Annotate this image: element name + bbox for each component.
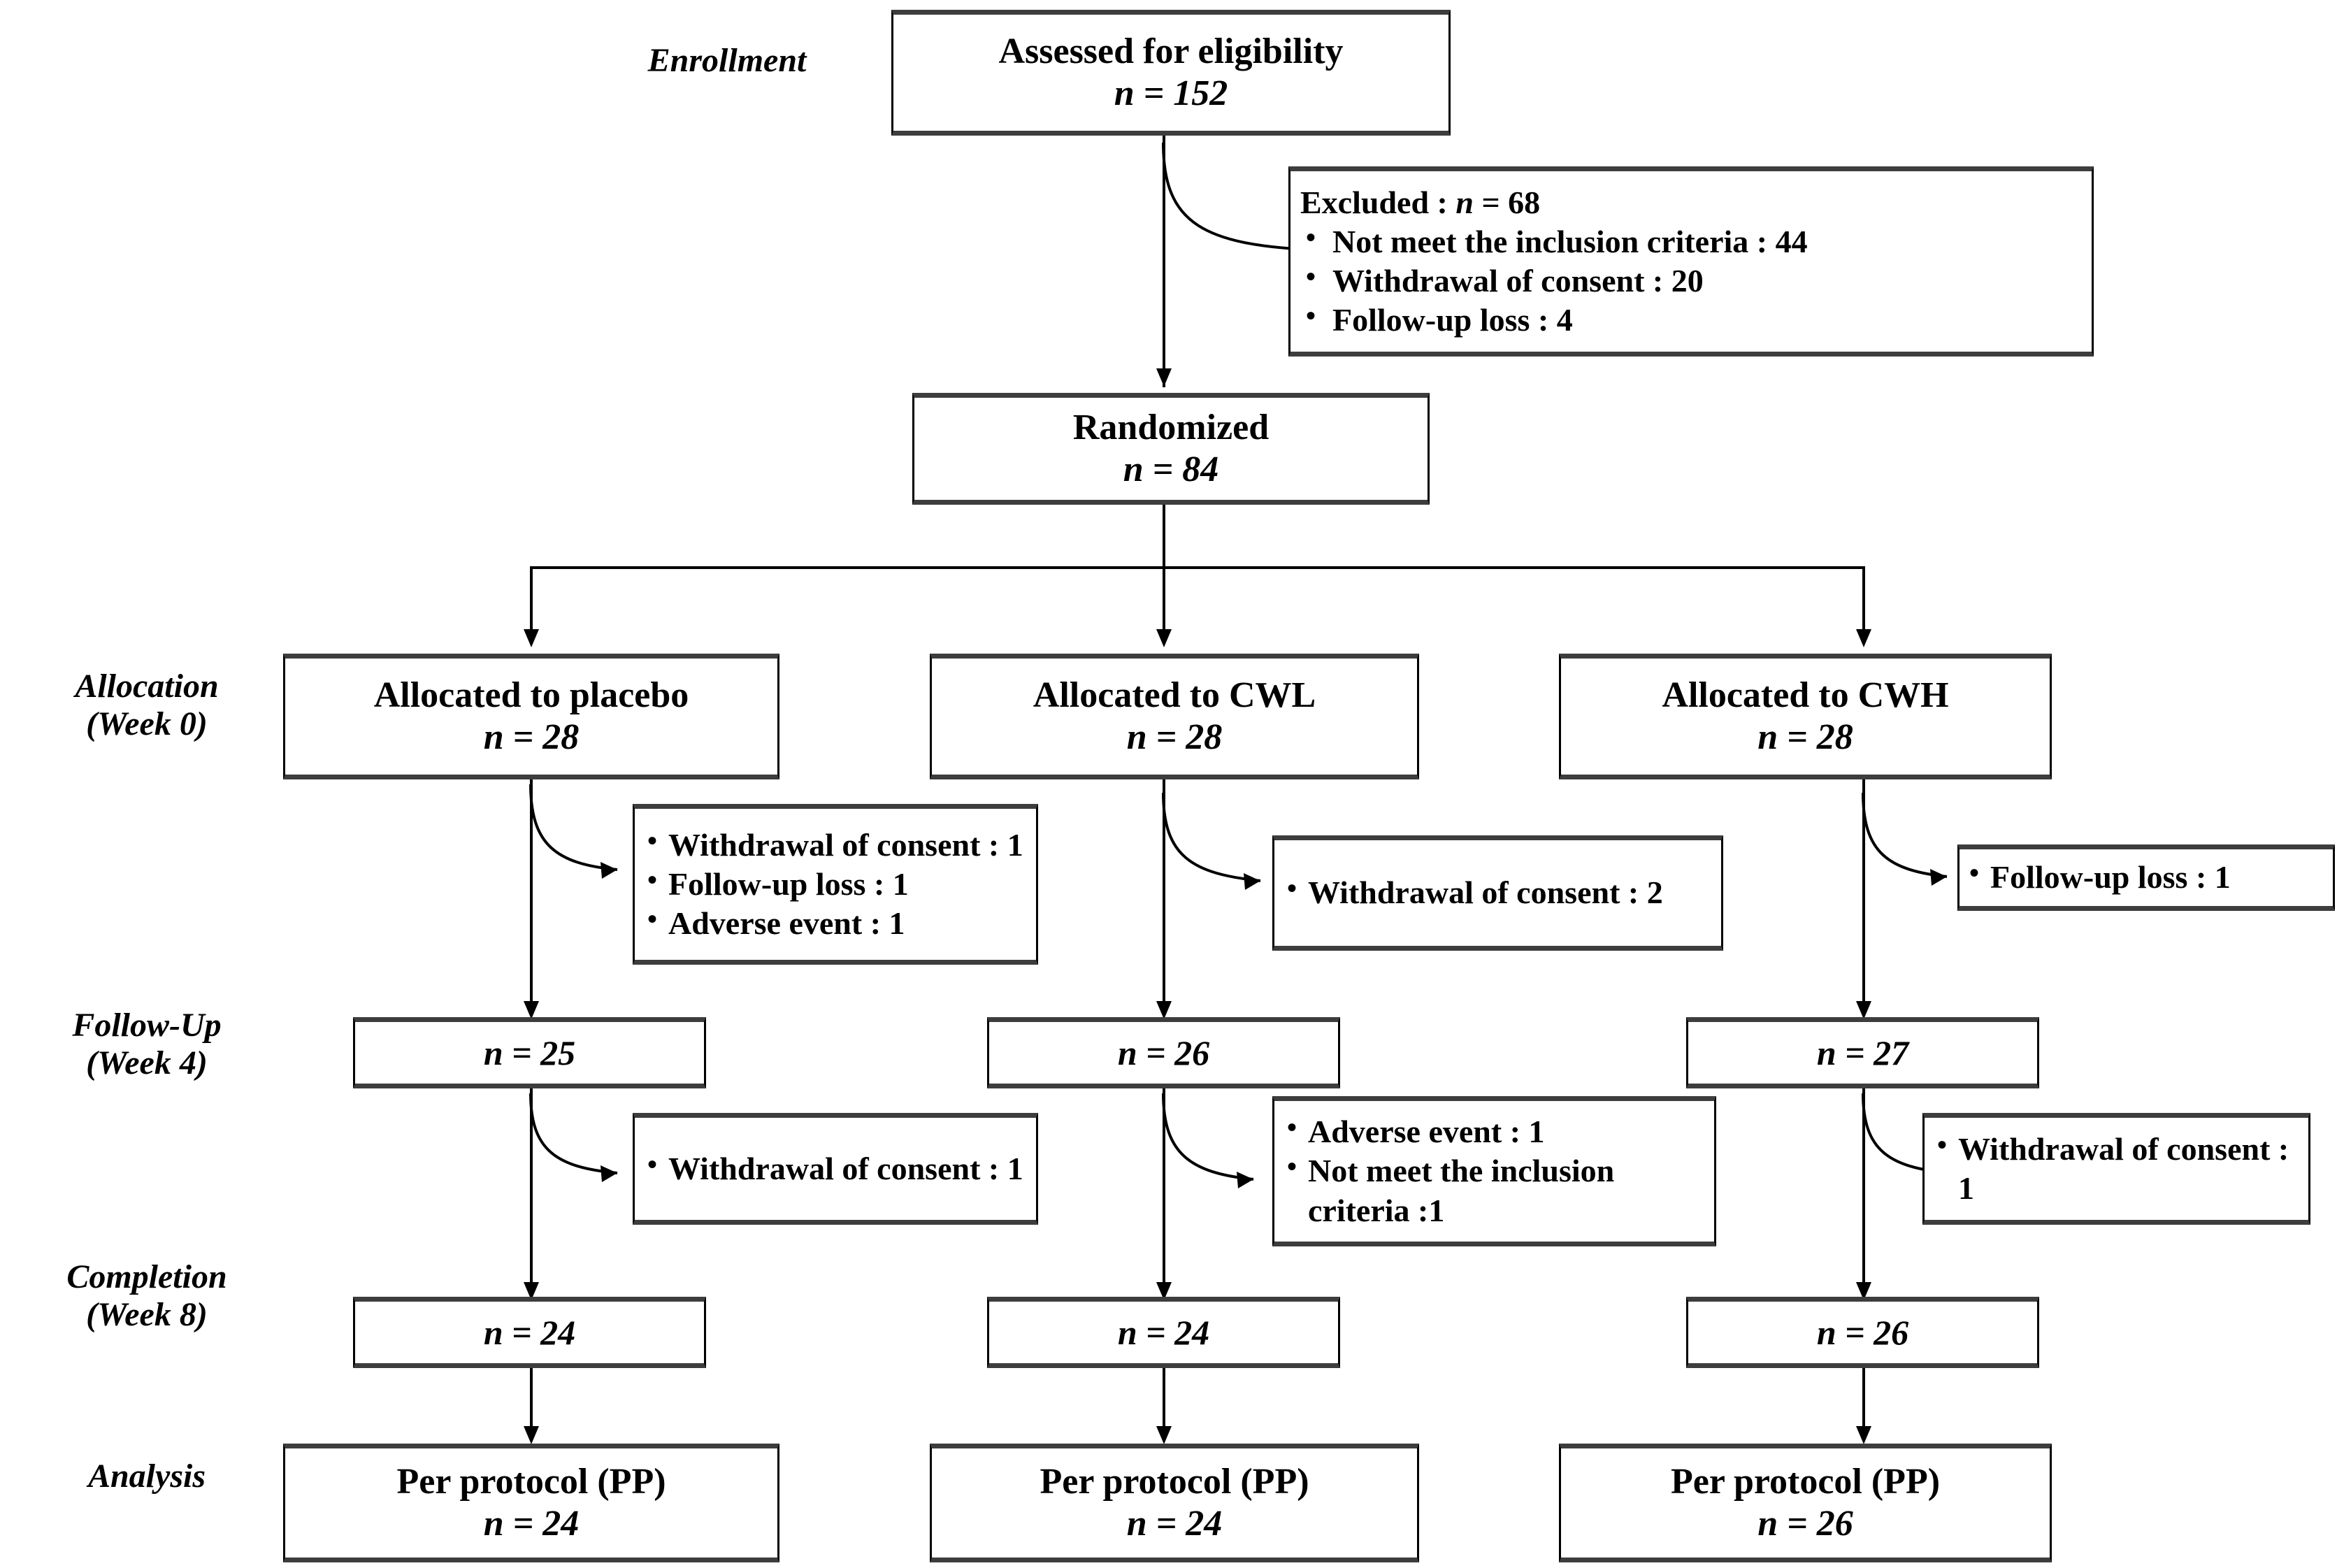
box-analysis-cwl: Per protocol (PP) n = 24	[930, 1444, 1419, 1562]
allocation-n-line: n = 28	[1126, 717, 1223, 757]
box-followup-placebo: n = 25	[353, 1017, 706, 1088]
box-analysis-cwh: Per protocol (PP) n = 26	[1559, 1444, 2052, 1562]
connector-cwh-w4-to-w8	[1862, 1088, 1865, 1291]
connector-split-placebo	[530, 566, 533, 643]
connector-placebo-w8-to-analysis	[530, 1368, 533, 1438]
allocation-title: Allocated to CWH	[1662, 675, 1949, 715]
dropout-item: Adverse event : 1	[1284, 1111, 1707, 1151]
allocation-n-line: n = 28	[483, 717, 580, 757]
connector-split-cwh	[1862, 566, 1865, 643]
arrowhead-w4-placebo	[524, 1001, 539, 1019]
box-dropout-placebo-w4w8: Withdrawal of consent : 1	[633, 1113, 1038, 1225]
arrowhead-allocation-placebo	[524, 629, 539, 647]
assessed-n-line: n = 152	[1114, 73, 1228, 113]
box-completion-placebo: n = 24	[353, 1297, 706, 1368]
box-allocation-cwl: Allocated to CWL n = 28	[930, 654, 1419, 779]
box-dropout-cwh-w4w8: Withdrawal of consent : 1	[1922, 1113, 2310, 1225]
arrowhead-allocation-cwh	[1856, 629, 1871, 647]
curve-cwh-dropout-w0w4	[1862, 792, 1948, 886]
dropout-item: Withdrawal of consent : 2	[1284, 872, 1714, 912]
allocation-title: Allocated to placebo	[373, 675, 689, 715]
dropout-item: Follow-up loss : 1	[1969, 856, 2326, 897]
arrowhead-analysis-cwh	[1856, 1426, 1871, 1444]
connector-split-horizontal	[530, 566, 1865, 569]
dropout-item: Not meet the inclusion criteria :1	[1284, 1150, 1707, 1230]
curve-cwl-dropout-w0w4	[1162, 792, 1261, 890]
box-dropout-placebo-w0w4: Withdrawal of consent : 1 Follow-up loss…	[633, 804, 1038, 965]
followup-n-line: n = 27	[1816, 1033, 1909, 1072]
randomized-n-line: n = 84	[1123, 449, 1219, 489]
allocation-title: Allocated to CWL	[1033, 675, 1316, 715]
box-completion-cwh: n = 26	[1686, 1297, 2039, 1368]
excluded-item: Not meet the inclusion criteria : 44	[1300, 221, 2085, 261]
analysis-n-line: n = 26	[1757, 1504, 1853, 1544]
box-assessed-for-eligibility: Assessed for eligibility n = 152	[891, 10, 1451, 136]
arrowhead-w8-placebo	[524, 1282, 539, 1300]
box-analysis-placebo: Per protocol (PP) n = 24	[283, 1444, 779, 1562]
dropout-item: Follow-up loss : 1	[645, 863, 1029, 904]
stage-label-followup: Follow-Up (Week 4)	[72, 1007, 222, 1081]
box-dropout-cwh-w0w4: Follow-up loss : 1	[1957, 844, 2335, 911]
stage-label-enrollment: Enrollment	[647, 42, 807, 79]
analysis-n-line: n = 24	[483, 1504, 580, 1544]
box-followup-cwl: n = 26	[987, 1017, 1340, 1088]
curve-cwl-dropout-w4w8	[1162, 1093, 1254, 1188]
dropout-item: Adverse event : 1	[645, 902, 1029, 943]
dropout-item: Withdrawal of consent : 1	[1934, 1128, 2301, 1208]
followup-n-line: n = 25	[483, 1033, 576, 1072]
analysis-title: Per protocol (PP)	[396, 1461, 666, 1502]
allocation-n-line: n = 28	[1757, 717, 1853, 757]
analysis-title: Per protocol (PP)	[1040, 1461, 1309, 1502]
connector-split-cwl	[1163, 566, 1165, 643]
dropout-item: Withdrawal of consent : 1	[645, 1148, 1029, 1188]
excluded-item: Withdrawal of consent : 20	[1300, 260, 2085, 301]
box-allocation-placebo: Allocated to placebo n = 28	[283, 654, 779, 779]
arrowhead-analysis-cwl	[1156, 1426, 1172, 1444]
randomized-title: Randomized	[1072, 407, 1270, 447]
connector-placebo-w4-to-w8	[530, 1088, 533, 1291]
box-randomized: Randomized n = 84	[912, 393, 1430, 505]
analysis-title: Per protocol (PP)	[1670, 1461, 1941, 1502]
arrowhead-randomized	[1156, 368, 1172, 387]
box-excluded: Excluded : n = 68 Not meet the inclusion…	[1288, 166, 2094, 357]
completion-n-line: n = 24	[1117, 1313, 1210, 1352]
connector-placebo-alloc-to-w4	[530, 779, 533, 1010]
curve-placebo-dropout-w4w8	[529, 1093, 618, 1182]
box-dropout-cwl-w4w8: Adverse event : 1 Not meet the inclusion…	[1272, 1096, 1716, 1246]
excluded-header: Excluded : n = 68	[1300, 184, 1541, 220]
assessed-title: Assessed for eligibility	[998, 31, 1344, 71]
arrowhead-analysis-placebo	[524, 1426, 539, 1444]
dropout-item: Withdrawal of consent : 1	[645, 824, 1029, 865]
box-followup-cwh: n = 27	[1686, 1017, 2039, 1088]
connector-assessed-to-randomized	[1163, 136, 1165, 387]
connector-cwh-w8-to-analysis	[1862, 1368, 1865, 1438]
box-dropout-cwl-w0w4: Withdrawal of consent : 2	[1272, 835, 1723, 951]
arrowhead-w4-cwh	[1856, 1001, 1871, 1019]
curve-placebo-dropout-w0w4	[529, 784, 618, 879]
connector-cwl-alloc-to-w4	[1163, 779, 1165, 1010]
box-allocation-cwh: Allocated to CWH n = 28	[1559, 654, 2052, 779]
followup-n-line: n = 26	[1117, 1033, 1210, 1072]
connector-cwh-alloc-to-w4	[1862, 779, 1865, 1010]
arrowhead-allocation-cwl	[1156, 629, 1172, 647]
analysis-n-line: n = 24	[1126, 1504, 1223, 1544]
connector-randomized-down	[1163, 505, 1165, 568]
completion-n-line: n = 26	[1816, 1313, 1909, 1352]
completion-n-line: n = 24	[483, 1313, 576, 1352]
box-completion-cwl: n = 24	[987, 1297, 1340, 1368]
stage-label-analysis: Analysis	[87, 1458, 206, 1495]
connector-cwl-w4-to-w8	[1163, 1088, 1165, 1291]
arrowhead-w4-cwl	[1156, 1001, 1172, 1019]
excluded-item: Follow-up loss : 4	[1300, 299, 2085, 340]
stage-label-completion: Completion (Week 8)	[66, 1258, 227, 1333]
connector-cwl-w8-to-analysis	[1163, 1368, 1165, 1438]
stage-label-allocation: Allocation (Week 0)	[75, 668, 219, 742]
arrowhead-w8-cwh	[1856, 1282, 1871, 1300]
arrowhead-w8-cwl	[1156, 1282, 1172, 1300]
